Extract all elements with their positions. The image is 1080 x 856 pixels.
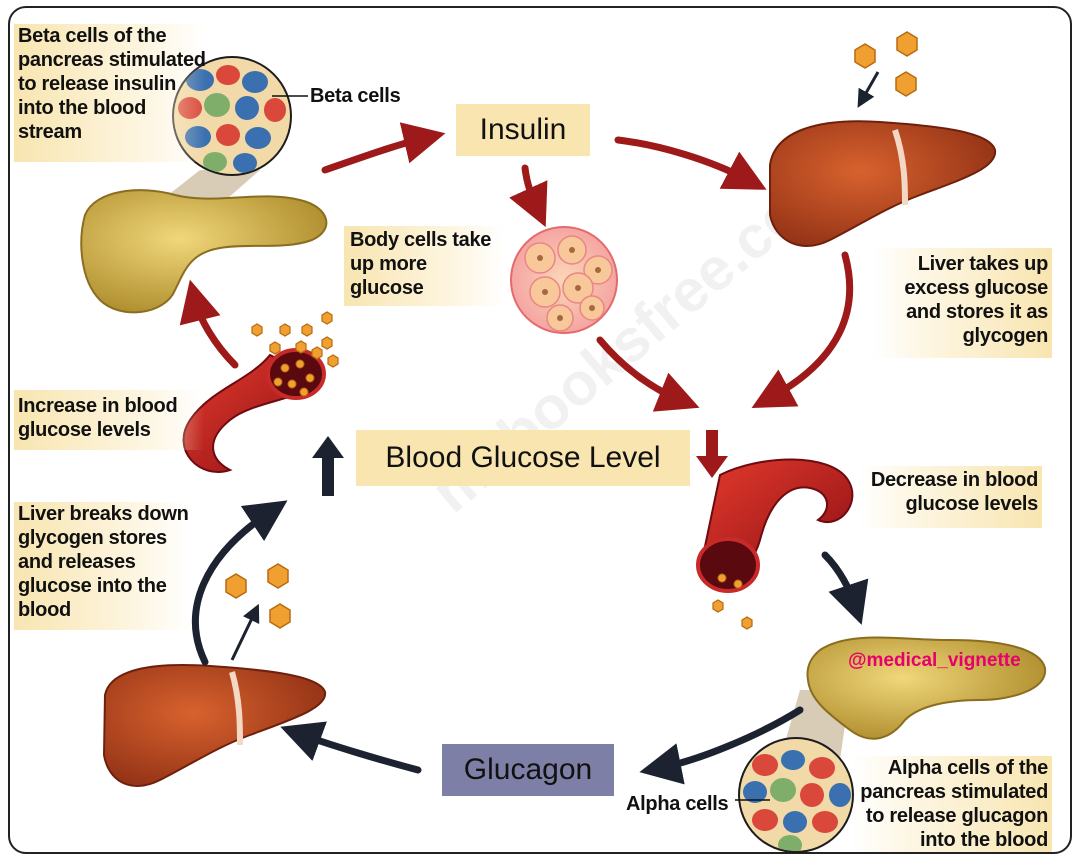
increase-block-arrow [312, 436, 344, 496]
glucose-hexagon-icon-group-top [854, 31, 918, 108]
blood-glucose-level-label: Blood Glucose Level [385, 441, 661, 474]
label-alpha-stimulated: Alpha cells of the pancreas stimulated t… [852, 756, 1052, 852]
decrease-block-arrow [696, 430, 728, 478]
glucagon-label: Glucagon [463, 753, 593, 786]
body-cells-illustration [510, 226, 618, 334]
label-increase: Increase in blood glucose levels [14, 390, 204, 450]
liver-top-illustration [769, 120, 997, 247]
label-beta-stimulated: Beta cells of the pancreas stimulated to… [14, 24, 206, 162]
glucagon-arrows [191, 500, 869, 785]
label-decrease: Decrease in blood glucose levels [858, 466, 1042, 528]
label-liver-breaks-down: Liver breaks down glycogen stores and re… [14, 502, 190, 630]
blood-vessel-decrease-illustration [696, 458, 854, 593]
insulin-tag: Insulin [456, 104, 590, 156]
liver-bottom-illustration [102, 664, 327, 787]
blood-glucose-level-tag: Blood Glucose Level [356, 430, 690, 486]
glucagon-tag: Glucagon [442, 744, 614, 796]
insulin-label: Insulin [479, 113, 567, 146]
glucose-hexagon-icon-group-right-vessel [712, 599, 753, 630]
glucose-hexagon-icon-group-left-vessel [251, 311, 339, 368]
insulin-arrows [179, 122, 854, 412]
label-liver-takes-up: Liver takes up excess glucose and stores… [872, 248, 1052, 358]
label-alpha-cells: Alpha cells [626, 793, 729, 815]
pancreas-top-illustration [80, 170, 328, 314]
release-glucose-arrow [230, 603, 260, 661]
blood-vessel-increase-illustration [182, 348, 326, 473]
label-beta-cells: Beta cells [310, 85, 401, 107]
glucose-hexagon-icon-group-bottom [225, 563, 291, 629]
social-handle: @medical_vignette [848, 650, 1021, 671]
label-body-cells: Body cells take up more glucose [344, 226, 504, 306]
alpha-cells-zoom-circle [735, 737, 854, 853]
